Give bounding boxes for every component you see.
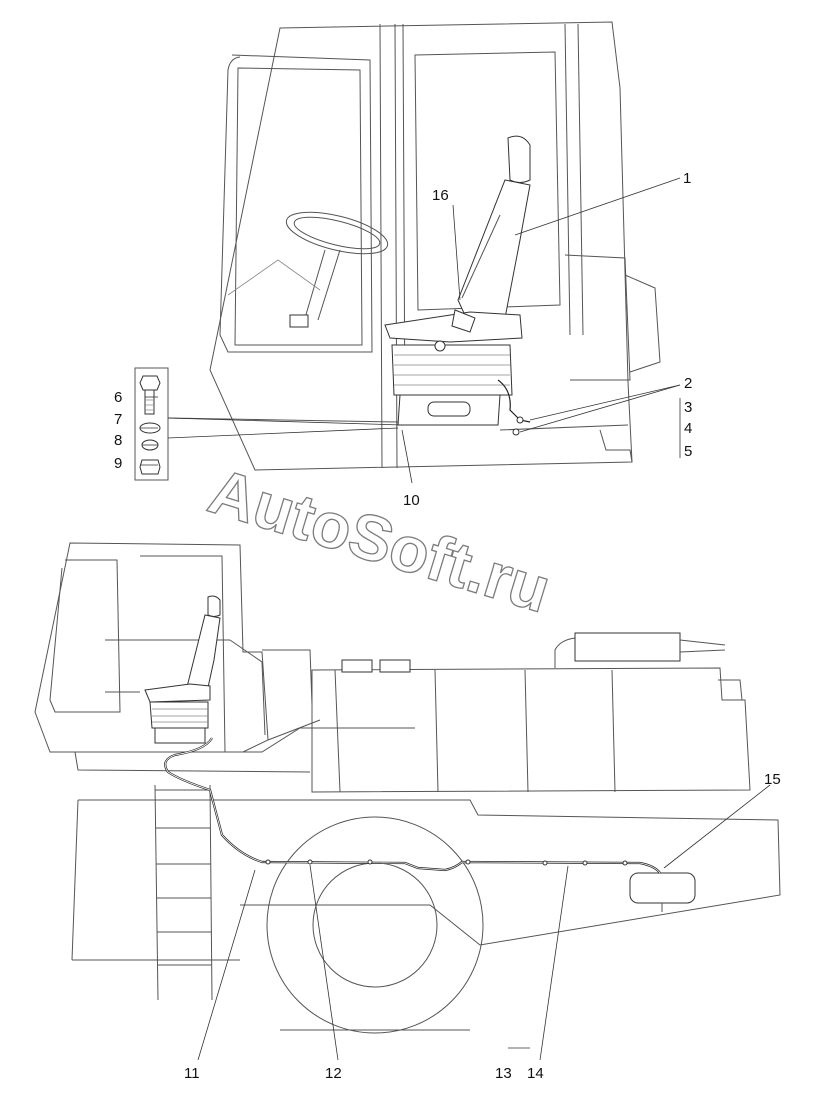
callout-4: 4 xyxy=(684,420,692,437)
callout-2: 2 xyxy=(684,375,692,392)
callout-12: 12 xyxy=(325,1065,342,1082)
callout-10: 10 xyxy=(403,492,420,509)
callout-13: 13 xyxy=(495,1065,512,1082)
machine-side-view xyxy=(34,542,781,1034)
callout-labels: 1 16 2 3 4 5 6 7 8 9 10 15 11 12 13 14 xyxy=(114,170,781,1082)
callout-9: 9 xyxy=(114,455,122,472)
wheel xyxy=(266,816,484,1034)
callout-5: 5 xyxy=(684,443,692,460)
callout-16: 16 xyxy=(432,187,449,204)
callout-6: 6 xyxy=(114,389,122,406)
callout-8: 8 xyxy=(114,432,122,449)
callout-3: 3 xyxy=(684,399,692,416)
driver-seat xyxy=(384,135,531,426)
air-tank xyxy=(629,872,696,912)
callout-14: 14 xyxy=(527,1065,544,1082)
callout-15: 15 xyxy=(764,771,781,788)
watermark: AutoSoft.ru xyxy=(201,455,559,627)
air-line xyxy=(164,737,661,874)
ladder xyxy=(154,784,213,1001)
callout-7: 7 xyxy=(114,411,122,428)
callout-11: 11 xyxy=(184,1065,200,1082)
callout-1: 1 xyxy=(683,170,691,187)
driver-seat-lower xyxy=(144,595,221,744)
leader-lines xyxy=(140,177,771,1061)
fastener-inset xyxy=(134,367,169,481)
cab-interior-view xyxy=(134,21,661,481)
